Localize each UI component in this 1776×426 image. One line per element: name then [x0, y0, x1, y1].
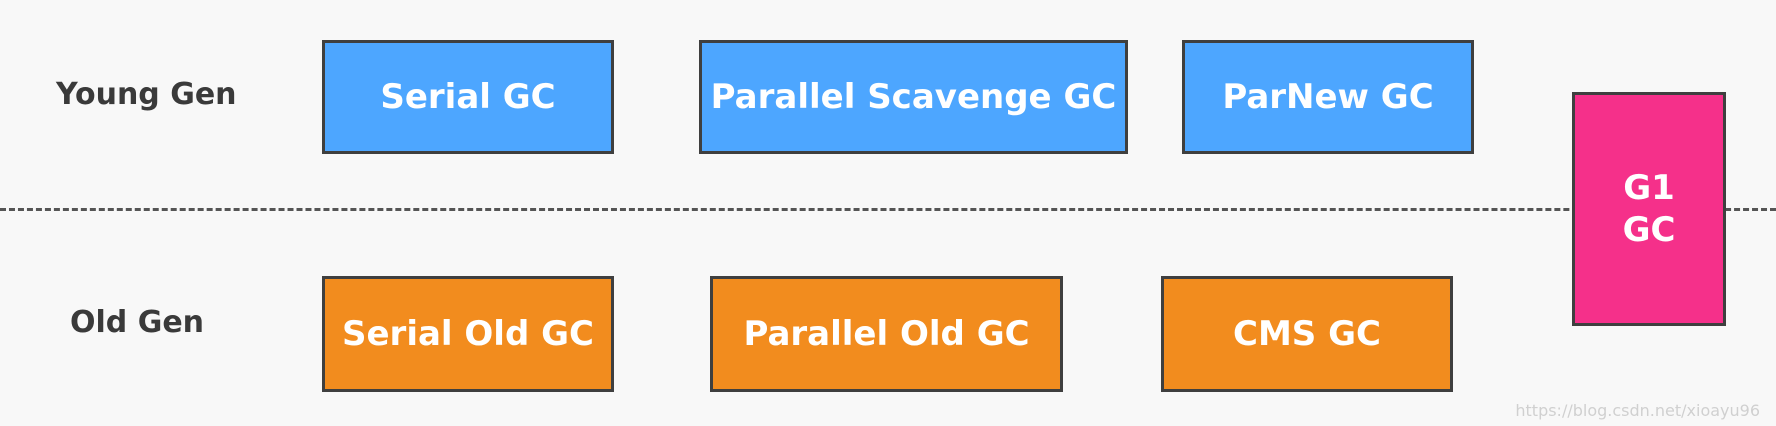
parnew-gc-box: ParNew GC	[1182, 40, 1474, 154]
g1-gc-label-line1: G1	[1623, 168, 1675, 208]
old-gen-label: Old Gen	[70, 305, 205, 340]
g1-gc-box: G1 GC	[1572, 92, 1726, 326]
parallel-scavenge-gc-box: Parallel Scavenge GC	[699, 40, 1128, 154]
serial-gc-box: Serial GC	[322, 40, 614, 154]
young-gen-label: Young Gen	[56, 77, 237, 112]
generation-divider	[0, 208, 1776, 211]
watermark-url: https://blog.csdn.net/xioayu96	[1515, 401, 1760, 420]
cms-gc-box: CMS GC	[1161, 276, 1453, 392]
parallel-old-gc-box: Parallel Old GC	[710, 276, 1063, 392]
serial-old-gc-box: Serial Old GC	[322, 276, 614, 392]
g1-gc-label-line2: GC	[1622, 210, 1676, 250]
